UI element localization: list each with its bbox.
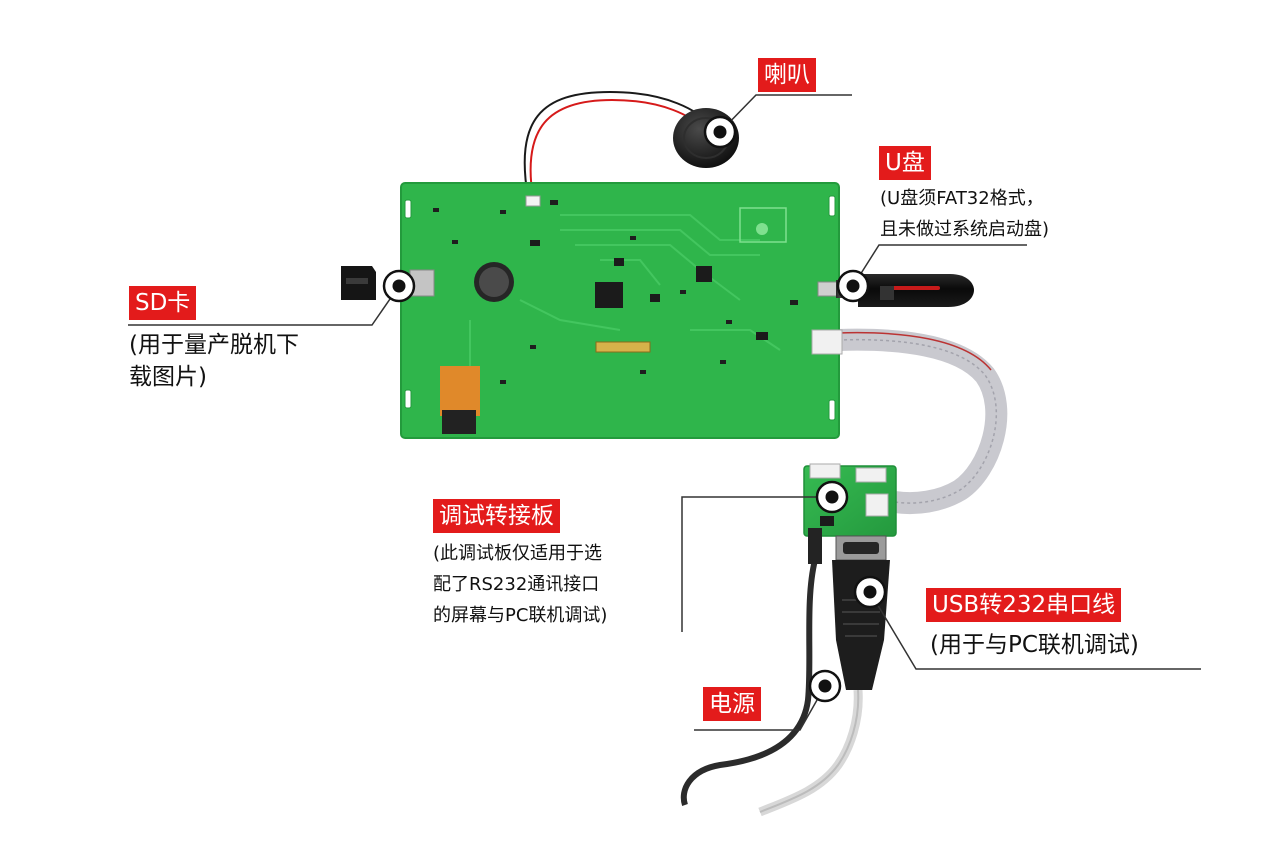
main-pcb <box>400 182 843 439</box>
usb-cable-description: (用于与PC联机调试) <box>930 632 1139 658</box>
target-dot-icon <box>382 269 416 303</box>
usb-serial-cable <box>758 689 863 817</box>
debug-board-tag: 调试转接板 <box>433 499 560 533</box>
usb-cable-leader <box>869 591 1201 670</box>
power-leader <box>694 685 826 731</box>
udisk-tag: U盘 <box>879 146 931 180</box>
target-dot-icon <box>703 115 737 149</box>
leader-lines <box>128 94 1201 731</box>
sdcard-description: (用于量产脱机下 载图片) <box>129 332 299 390</box>
speaker-tag: 喇叭 <box>758 58 816 92</box>
speaker-leader <box>719 94 852 133</box>
target-dot-icon <box>853 575 887 609</box>
sd-card <box>341 266 376 300</box>
udisk-description: (U盘须FAT32格式， 且未做过系统启动盘) <box>880 188 1050 240</box>
power-cable <box>680 559 818 806</box>
target-dots <box>382 115 887 703</box>
ribbon-cable <box>837 328 1008 515</box>
target-dot-icon <box>836 269 870 303</box>
debug-board-description: (此调试板仅适用于选 配了RS232通讯接口 的屏幕与PC联机调试) <box>433 543 608 626</box>
target-dot-icon <box>808 669 842 703</box>
target-dot-icon <box>815 480 849 514</box>
power-tag: 电源 <box>703 687 761 721</box>
debug-leader <box>681 496 832 632</box>
usb-cable-tag: USB转232串口线 <box>926 588 1122 622</box>
sdcard-tag: SD卡 <box>129 286 197 320</box>
